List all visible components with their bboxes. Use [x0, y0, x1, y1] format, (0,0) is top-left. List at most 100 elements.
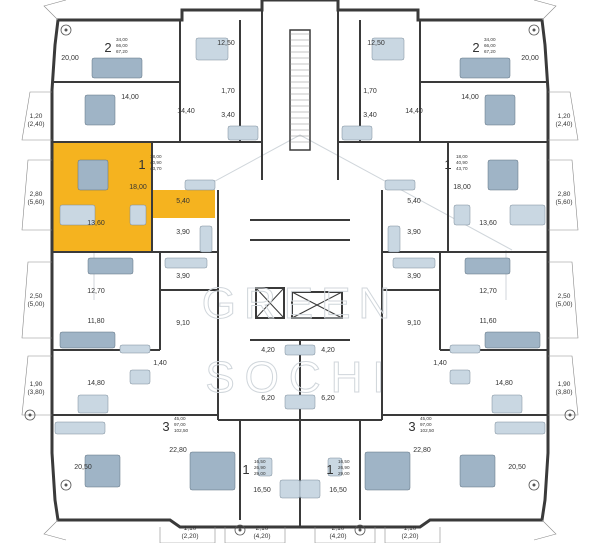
room-area-label: 14,40	[177, 108, 195, 115]
balcony-area-total-label: (5,60)	[28, 199, 45, 206]
apartment-area-value: 102,50	[420, 428, 434, 433]
table-furniture	[119, 344, 151, 354]
room-area-label: 14,80	[87, 380, 105, 387]
balcony-area-label: 2,80	[558, 191, 571, 198]
balcony-area-total-label: (2,20)	[402, 533, 419, 540]
chairs-furniture	[453, 204, 471, 226]
bath-furniture	[199, 225, 213, 253]
balcony-area-label: 2,10	[332, 525, 345, 532]
balcony-area-label: 2,80	[30, 191, 43, 198]
room-area-label: 1,40	[433, 360, 447, 367]
chairs-furniture	[129, 204, 147, 226]
labels: 20,0012,5014,0014,401,703,4012,5020,0014…	[28, 37, 573, 540]
sink-furniture	[164, 257, 208, 269]
room-area-label: 12,70	[479, 288, 497, 295]
room-area-label: 13,60	[479, 220, 497, 227]
table-furniture	[299, 479, 321, 499]
sofa-furniture	[91, 57, 143, 79]
apartment-area-value: 40,90	[150, 160, 162, 165]
plant-icon	[60, 24, 72, 36]
apartment-area-value: 18,00	[456, 154, 468, 159]
room-area-label: 4,20	[321, 347, 335, 354]
apartment-area-value: 67,20	[484, 49, 496, 54]
balcony-area-total-label: (5,00)	[28, 301, 45, 308]
plant-center-icon	[532, 28, 536, 32]
room-area-label: 22,80	[413, 447, 431, 454]
room-area-label: 11,60	[480, 318, 497, 325]
room-area-label: 16,50	[253, 487, 271, 494]
plant-center-icon	[358, 528, 362, 532]
apartment-rooms-count: 3	[162, 419, 169, 434]
apartment-area-value: 45,00	[174, 416, 186, 421]
room-area-label: 20,50	[508, 464, 526, 471]
sink-furniture	[384, 179, 416, 191]
room-area-label: 13,60	[87, 220, 105, 227]
table-furniture	[371, 37, 405, 61]
bath-furniture	[227, 125, 259, 141]
highlighted-apartment[interactable]	[51, 143, 215, 252]
sofa-furniture	[464, 257, 511, 275]
balcony-area-label: 2,50	[558, 293, 571, 300]
room-area-label: 14,80	[495, 380, 513, 387]
elevator-right	[291, 291, 343, 319]
table-furniture	[449, 344, 481, 354]
apartment-rooms-count: 1	[242, 462, 249, 477]
table-furniture	[509, 204, 546, 226]
apartment-area-value: 43,70	[150, 166, 162, 171]
sink-furniture	[284, 344, 316, 356]
balcony-area-label: 1,20	[558, 113, 571, 120]
apartment-rooms-count: 2	[104, 40, 111, 55]
room-area-label: 12,50	[217, 40, 235, 47]
apartment-rooms-count: 2	[472, 40, 479, 55]
apartment-area-value: 18,00	[150, 154, 162, 159]
room-area-label: 18,00	[453, 184, 471, 191]
room-area-label: 9,10	[407, 320, 421, 327]
room-area-label: 20,00	[521, 55, 539, 62]
sofa-furniture	[87, 257, 134, 275]
furniture	[24, 24, 576, 536]
room-area-label: 11,80	[88, 318, 105, 325]
room-area-label: 5,40	[407, 198, 421, 205]
room-area-label: 1,70	[363, 88, 377, 95]
room-area-label: 20,00	[61, 55, 79, 62]
plant-center-icon	[64, 483, 68, 487]
balcony-area-total-label: (4,20)	[254, 533, 271, 540]
plant-icon	[234, 524, 246, 536]
room-area-label: 5,40	[176, 198, 190, 205]
apartment-area-value: 16,50	[338, 459, 350, 464]
room-area-label: 14,00	[461, 94, 479, 101]
apartment-area-value: 66,00	[484, 43, 496, 48]
balcony-area-label: 1,10	[404, 525, 417, 532]
apartment-area-value: 29,00	[254, 471, 266, 476]
balcony-area-total-label: (3,80)	[28, 389, 45, 396]
sink-furniture	[184, 179, 216, 191]
balcony-area-label: 1,20	[30, 113, 43, 120]
room-area-label: 6,20	[261, 395, 275, 402]
bed-furniture	[364, 451, 411, 491]
apartment-area-value: 97,00	[174, 422, 186, 427]
apartment-area-value: 102,50	[174, 428, 188, 433]
balcony-area-total-label: (2,40)	[28, 121, 45, 128]
apartment-area-value: 66,00	[116, 43, 128, 48]
bed-furniture	[459, 454, 496, 488]
plant-icon	[564, 409, 576, 421]
room-area-label: 22,80	[169, 447, 187, 454]
apartment-area-value: 45,00	[420, 416, 432, 421]
room-area-label: 3,90	[407, 273, 421, 280]
table-furniture	[59, 204, 96, 226]
balcony-area-total-label: (5,60)	[556, 199, 573, 206]
apartment-area-value: 43,70	[456, 166, 468, 171]
watermark-line1: GREEN	[202, 279, 398, 328]
table-furniture	[491, 394, 523, 414]
exterior-walls	[21, 0, 579, 543]
balcony-area-total-label: (5,00)	[556, 301, 573, 308]
watermark-line2: SOCHI	[205, 353, 394, 402]
apartment-area-value: 97,00	[420, 422, 432, 427]
interior-walls	[52, 10, 548, 527]
room-area-label: 20,50	[74, 464, 92, 471]
room-area-label: 3,40	[363, 112, 377, 119]
apartment-area-value: 29,00	[338, 471, 350, 476]
bed-furniture	[189, 451, 236, 491]
apartment-rooms-count: 3	[408, 419, 415, 434]
apartment-area-value: 26,90	[338, 465, 350, 470]
